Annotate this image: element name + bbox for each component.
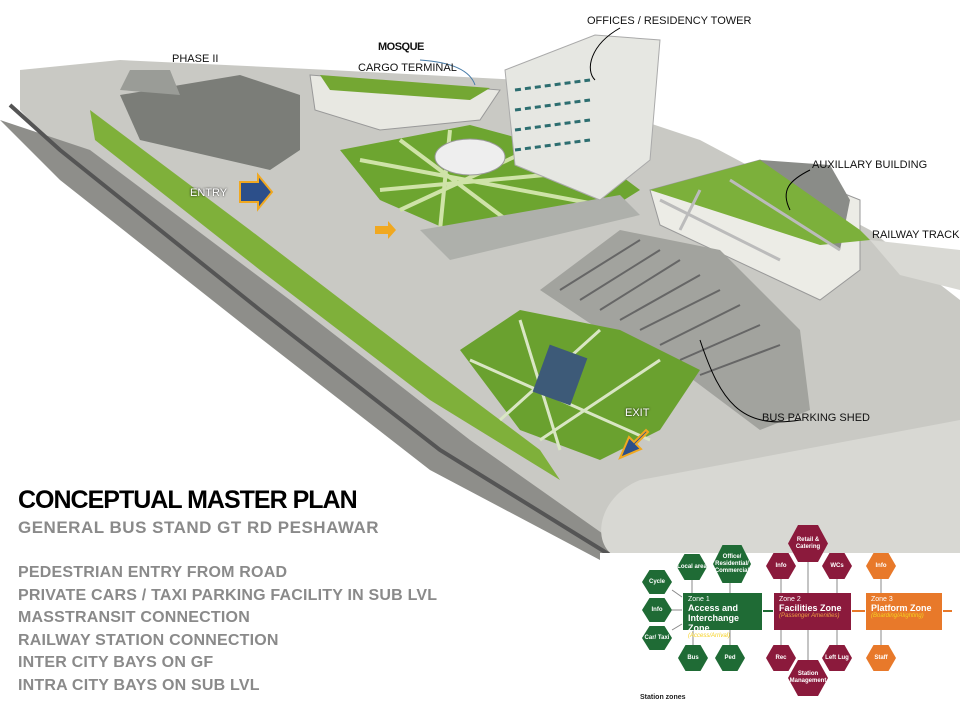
label-cargo-terminal: CARGO TERMINAL <box>358 62 457 74</box>
hex-info-zone1: Info <box>642 598 672 622</box>
station-zones-caption: Station zones <box>640 694 686 701</box>
feature-item: PEDESTRIAN ENTRY FROM ROAD <box>18 564 288 581</box>
offices-residency-tower <box>504 34 661 201</box>
bus-parking-shed <box>540 230 810 430</box>
masstransit-track <box>8 103 612 557</box>
label-phase2: PHASE II <box>172 53 219 65</box>
zone1-box: Zone 1 Access and Interchange Zone (Acce… <box>683 593 762 639</box>
helipad <box>434 138 506 176</box>
water-feature <box>532 344 588 406</box>
label-auxillary-building: AUXILLARY BUILDING <box>812 159 928 171</box>
label-mosque: MOSQUE <box>378 41 424 53</box>
label-railway-track: RAILWAY TRACK <box>872 229 960 241</box>
zone2-box: Zone 2 Facilities Zone (Passenger Amenit… <box>774 593 851 630</box>
label-exit: EXIT <box>625 407 650 419</box>
landscape-strip <box>90 110 560 480</box>
shed-leader-line <box>699 339 801 423</box>
feature-item: RAILWAY STATION CONNECTION <box>18 631 279 649</box>
phase2-buildings <box>120 75 300 170</box>
hex-cycle: Cycle <box>642 570 672 594</box>
exit-arrow-icon <box>618 428 650 460</box>
feature-item: INTRA CITY BAYS ON SUB LVL <box>18 676 260 694</box>
feature-list: PEDESTRIAN ENTRY FROM ROAD PRIVATE CARS … <box>18 562 437 697</box>
label-bus-parking-shed: BUS PARKING SHED <box>762 412 870 424</box>
hex-station-management: Station Management <box>788 660 828 696</box>
tower-leader-line <box>589 27 621 81</box>
plaza-landscape <box>460 310 700 460</box>
zone3-box: Zone 3 Platform Zone (Boarding/Alighting… <box>866 593 942 630</box>
entry-arrow-icon <box>239 172 274 212</box>
page-title: CONCEPTUAL MASTER PLAN <box>18 486 358 514</box>
page-subtitle: GENERAL BUS STAND GT RD PESHAWAR <box>18 518 380 537</box>
cargo-leader-line <box>419 59 476 86</box>
hex-retail-catering: Retail & Catering <box>788 525 828 562</box>
label-entry: ENTRY <box>190 187 228 199</box>
label-tower: OFFICES / RESIDENCY TOWER <box>587 15 752 27</box>
feature-item: MASSTRANSIT CONNECTION <box>18 609 250 626</box>
railway-track <box>870 240 960 290</box>
aux-leader-line <box>785 169 811 211</box>
pedestrian-arrow-icon <box>375 221 396 239</box>
feature-item: PRIVATE CARS / TAXI PARKING FACILITY IN … <box>18 586 438 604</box>
feature-item: INTER CITY BAYS ON GF <box>18 654 214 671</box>
hex-car-taxi: Car/ Taxi <box>642 626 672 650</box>
